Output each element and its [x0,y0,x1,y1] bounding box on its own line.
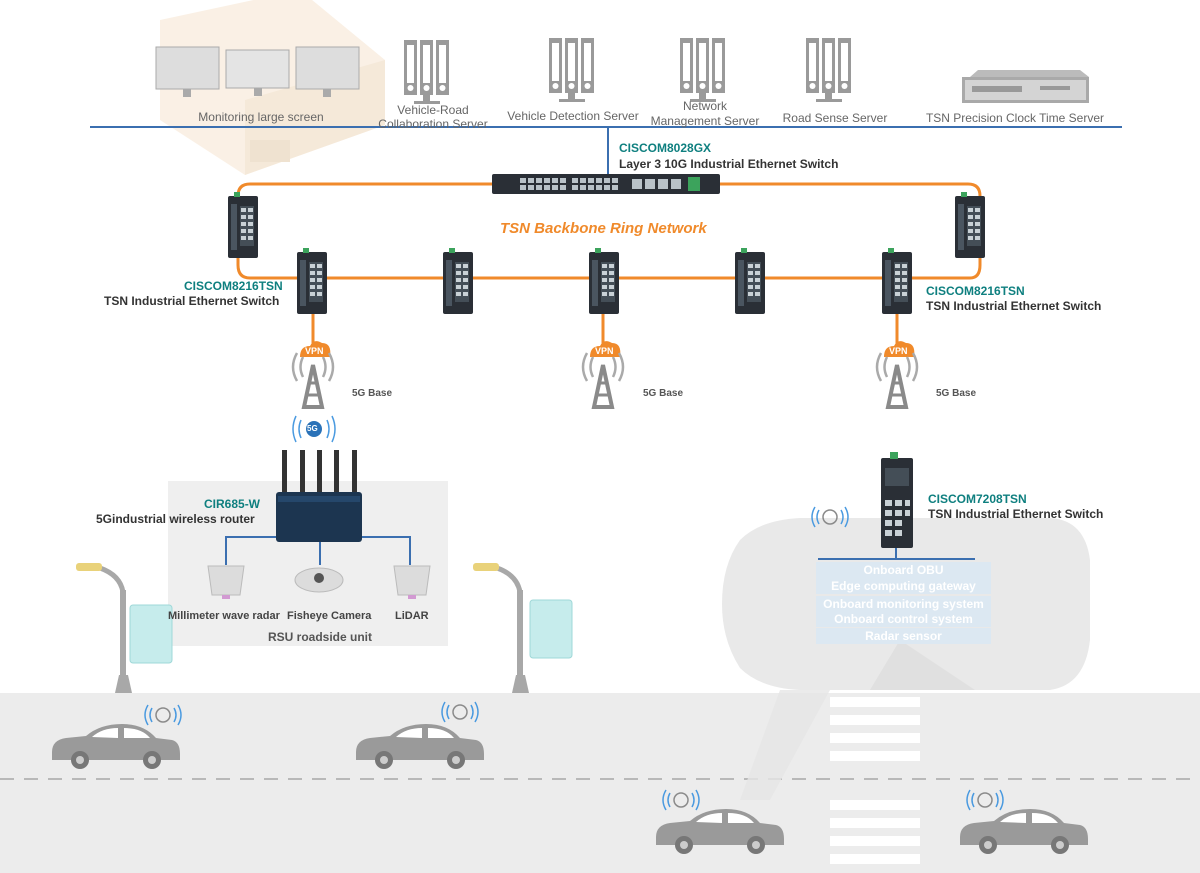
radar-sensor-label: Radar sensor [865,629,942,643]
street-lamp-icon [76,563,173,693]
radar-device-icon [207,565,245,599]
clock-server-label: TSN Precision Clock Time Server [925,111,1105,125]
vehicle-detection-server-icon [549,38,594,102]
monitoring-screen-label: Monitoring large screen [198,110,324,124]
road-sense-server-icon [806,38,851,102]
vpn-label: VPN [305,346,324,356]
edge-gateway-label: Edge computing gateway [831,579,976,593]
onboard-monitoring-label: Onboard monitoring system [823,597,984,611]
vehicle-road-server-icon [404,40,449,104]
vpn-label: VPN [889,346,908,356]
right-switch-desc: TSN Industrial Ethernet Switch [926,299,1102,313]
ring-switch-top-right-icon [955,192,985,258]
left-switch-model: CISCOM8216TSN [184,279,283,293]
lidar-device-icon [393,565,431,599]
ring-title: TSN Backbone Ring Network [500,220,707,237]
5g-base-label: 5G Base [352,388,393,399]
ring-switch-right-icon [882,248,912,314]
left-switch-desc: TSN Industrial Ethernet Switch [104,294,280,308]
ring-switch-4-icon [735,248,765,314]
ring-switch-left-icon [297,248,327,314]
radar-label: Millimeter wave radar [168,610,280,622]
ring-switch-center-icon [589,248,619,314]
5g-tower-icon [291,351,335,409]
5g-tower-icon [875,351,919,409]
vehicle-detection-label: Vehicle Detection Server [507,109,639,123]
core-switch-desc: Layer 3 10G Industrial Ethernet Switch [619,157,839,171]
network-mgmt-label-line2: Management Server [650,114,760,128]
vehicle-switch-icon [881,452,913,548]
onboard-obu-label: Onboard OBU [863,563,944,577]
5g-base-label: 5G Base [936,388,977,399]
vehicle-road-label-line1: Vehicle-Road [397,103,469,117]
router-icon [276,450,362,542]
vehicle-switch-model: CISCOM7208TSN [928,492,1027,506]
onboard-control-label: Onboard control system [834,612,973,626]
5g-base-label: 5G Base [643,388,684,399]
camera-label: Fisheye Camera [287,610,372,622]
network-management-server-icon [680,38,725,102]
rsu-caption: RSU roadside unit [268,630,373,644]
5g-signal-icon [292,415,336,443]
ring-switch-2-icon [443,248,473,314]
right-switch-model: CISCOM8216TSN [926,284,1025,298]
router-desc: 5Gindustrial wireless router [96,512,255,526]
network-mgmt-label-line1: Network [682,99,727,113]
onboard-stripes [816,562,991,644]
rsu-links [225,536,411,565]
vpn-cloud-icon [300,341,915,357]
core-switch-model: CISCOM8028GX [619,141,712,155]
vehicle-switch-desc: TSN Industrial Ethernet Switch [928,507,1104,521]
router-model: CIR685-W [204,497,261,511]
lidar-label: LiDAR [395,610,429,622]
vehicle-road-label-line2: Collaboration Server [378,117,488,131]
fisheye-camera-icon [294,567,344,593]
road-sense-label: Road Sense Server [782,111,888,125]
ring-switch-top-left-icon [228,192,258,258]
street-lamp-icon [473,563,573,693]
5g-tower-icon [581,351,625,409]
core-switch-icon [492,174,720,194]
clock-server-icon [962,70,1089,103]
vpn-label: VPN [595,346,614,356]
5g-badge-label: 5G [307,424,318,433]
monitor-screens-icon [155,46,360,97]
zebra-crossing [830,697,920,864]
